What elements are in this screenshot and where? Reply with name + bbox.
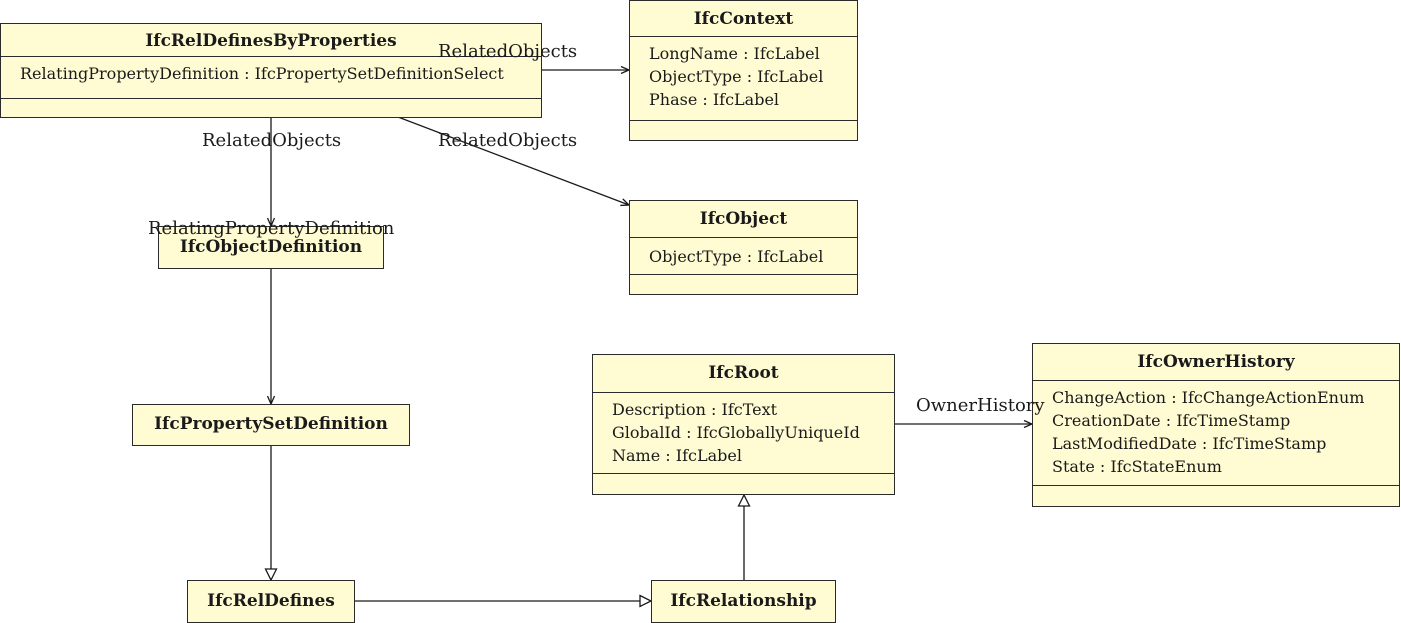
class-ifc-rel-defines: IfcRelDefines (187, 580, 355, 623)
class-ifc-object: IfcObject ObjectType : IfcLabel (629, 200, 858, 295)
attribute: Phase : IfcLabel (649, 90, 780, 109)
attribute: LongName : IfcLabel (649, 44, 820, 63)
attribute-compartment: ObjectType : IfcLabel (630, 237, 857, 276)
attribute: State : IfcStateEnum (1052, 457, 1222, 476)
attribute-compartment: ChangeAction : IfcChangeActionEnum Creat… (1033, 380, 1399, 487)
operation-compartment (630, 120, 857, 140)
attribute-compartment: RelatingPropertyDefinition : IfcProperty… (1, 56, 541, 100)
attribute: ChangeAction : IfcChangeActionEnum (1052, 388, 1365, 407)
operation-compartment (1, 98, 541, 117)
attribute: RelatingPropertyDefinition : IfcProperty… (20, 64, 504, 83)
class-name: IfcRelDefinesByProperties (145, 31, 397, 51)
class-name: IfcRoot (708, 363, 779, 383)
class-name: IfcOwnerHistory (1137, 352, 1295, 372)
attribute-compartment: Description : IfcText GlobalId : IfcGlob… (593, 392, 894, 476)
class-ifc-rel-defines-by-properties: IfcRelDefinesByProperties RelatingProper… (0, 23, 542, 118)
class-name: IfcRelDefines (207, 591, 335, 611)
operation-compartment (1033, 485, 1399, 506)
attribute: ObjectType : IfcLabel (649, 67, 824, 86)
association-to-object-line (397, 116, 629, 205)
operation-compartment (593, 473, 894, 494)
class-ifc-owner-history: IfcOwnerHistory ChangeAction : IfcChange… (1032, 343, 1400, 507)
class-ifc-root: IfcRoot Description : IfcText GlobalId :… (592, 354, 895, 495)
role-label-related-objects-object: RelatedObjects (438, 130, 578, 151)
operation-compartment (630, 274, 857, 294)
role-label-owner-history: OwnerHistory (916, 395, 1045, 416)
class-ifc-property-set-definition: IfcPropertySetDefinition (132, 404, 410, 446)
class-ifc-object-definition: IfcObjectDefinition (158, 226, 384, 269)
role-label-related-objects-object-definition: RelatedObjects (202, 130, 342, 151)
attribute: ObjectType : IfcLabel (649, 247, 824, 266)
class-name: IfcRelationship (670, 591, 817, 611)
attribute: LastModifiedDate : IfcTimeStamp (1052, 434, 1327, 453)
class-name: IfcObjectDefinition (179, 237, 363, 257)
attribute: GlobalId : IfcGloballyUniqueId (612, 423, 860, 442)
class-ifc-context: IfcContext LongName : IfcLabel ObjectTyp… (629, 0, 858, 141)
class-name: IfcObject (699, 209, 788, 229)
class-name: IfcContext (693, 9, 794, 29)
attribute: Description : IfcText (612, 400, 778, 419)
class-ifc-relationship: IfcRelationship (651, 580, 836, 623)
attribute: Name : IfcLabel (612, 446, 742, 465)
class-name: IfcPropertySetDefinition (154, 414, 388, 434)
attribute: CreationDate : IfcTimeStamp (1052, 411, 1291, 430)
role-label-relating-property-definition: RelatingPropertyDefinition (148, 218, 395, 239)
attribute-compartment: LongName : IfcLabel ObjectType : IfcLabe… (630, 36, 857, 122)
role-label-related-objects-context: RelatedObjects (438, 41, 578, 62)
